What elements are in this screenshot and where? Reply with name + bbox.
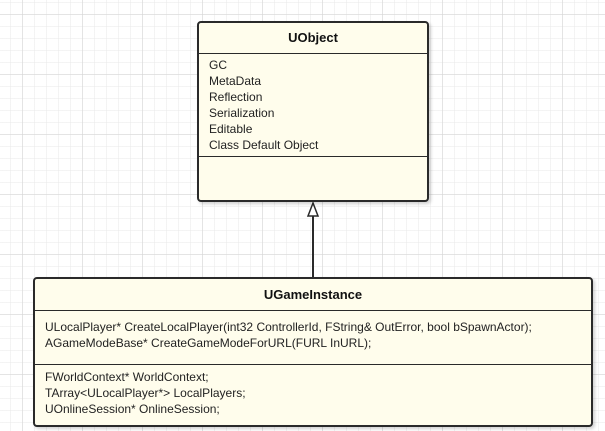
ugameinstance-field: FWorldContext* WorldContext; (45, 370, 209, 384)
ugameinstance-class-name: UGameInstance (35, 279, 591, 311)
uobject-class-box[interactable]: UObject GC MetaData Reflection Serializa… (197, 21, 429, 202)
ugameinstance-fields: FWorldContext* WorldContext; TArray<ULoc… (35, 365, 591, 417)
uobject-attribute: Class Default Object (209, 138, 319, 152)
uobject-attribute: GC (209, 58, 227, 72)
uobject-attribute: Serialization (209, 106, 275, 120)
ugameinstance-operation: ULocalPlayer* CreateLocalPlayer(int32 Co… (45, 320, 532, 334)
ugameinstance-class-box[interactable]: UGameInstance ULocalPlayer* CreateLocalP… (33, 277, 593, 427)
uobject-attributes: GC MetaData Reflection Serialization Edi… (199, 54, 427, 157)
uobject-attribute: Reflection (209, 90, 263, 104)
ugameinstance-operation: AGameModeBase* CreateGameModeForURL(FURL… (45, 336, 372, 350)
ugameinstance-field: TArray<ULocalPlayer*> LocalPlayers; (45, 386, 246, 400)
uobject-attribute: MetaData (209, 74, 262, 88)
inheritance-arrowhead (306, 200, 320, 217)
ugameinstance-operations: ULocalPlayer* CreateLocalPlayer(int32 Co… (35, 311, 591, 365)
uobject-class-name: UObject (199, 23, 427, 54)
ugameinstance-field: UOnlineSession* OnlineSession; (45, 402, 220, 416)
uobject-attribute: Editable (209, 122, 253, 136)
